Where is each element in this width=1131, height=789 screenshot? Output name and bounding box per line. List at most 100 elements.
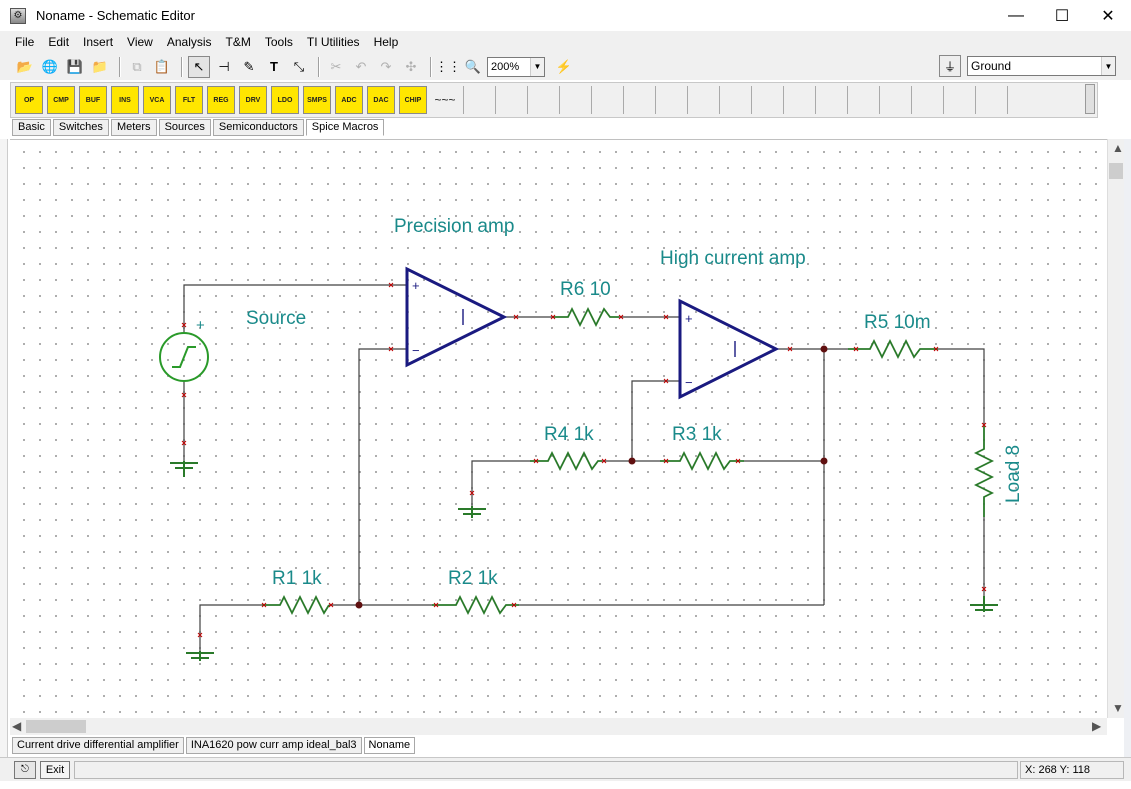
palette-scrollbar[interactable] <box>1085 84 1095 114</box>
exit-icon[interactable]: ⎋ <box>14 761 36 779</box>
select-arrow-icon[interactable]: ↖ <box>188 55 210 78</box>
palette-instrumentation[interactable]: INS <box>111 86 139 114</box>
resistor-r4 <box>530 450 602 472</box>
chevron-down-icon: ▼ <box>1101 57 1115 75</box>
palette-buffer[interactable]: BUF <box>79 86 107 114</box>
wires <box>183 284 985 651</box>
palette-adc[interactable]: ADC <box>335 86 363 114</box>
menu-file[interactable]: File <box>15 35 35 49</box>
ground-icon <box>186 651 214 661</box>
voltage-source-icon: + <box>159 317 209 382</box>
grid-icon[interactable]: ⋮⋮ <box>435 58 461 74</box>
plus-sign: + <box>685 311 693 326</box>
close-button[interactable]: ✕ <box>1101 7 1115 25</box>
window-title: Noname - Schematic Editor <box>36 8 195 23</box>
ground-icon <box>970 596 998 612</box>
palette-dac[interactable]: DAC <box>367 86 395 114</box>
r2-label: R2 1k <box>448 568 498 589</box>
menu-tools[interactable]: Tools <box>264 35 293 49</box>
ground-select[interactable]: Ground ▼ <box>967 56 1116 76</box>
tab-semiconductors[interactable]: Semiconductors <box>212 119 304 136</box>
status-bar: ⎋ Exit X: 268 Y: 118 <box>0 757 1131 781</box>
pencil-icon[interactable]: ✎ <box>243 58 255 74</box>
opamp-pin-signs: + − + − <box>412 278 693 390</box>
minimize-button[interactable]: — <box>1008 6 1024 24</box>
web-search-icon[interactable]: 🌐 <box>41 58 59 74</box>
scroll-down-icon[interactable]: ▼ <box>1112 701 1124 715</box>
ground-icon <box>170 461 198 477</box>
main-toolbar: 📂 🌐 💾 📁 ⧉ 📋 ↖ ⊣ ✎ T ⤡ ✂ ↶ ↷ ✣ ⋮⋮ 🔍 200% … <box>0 53 1131 80</box>
vertical-scrollbar[interactable]: ▲ ▼ <box>1107 139 1124 718</box>
wire-tool-icon[interactable]: ⊣ <box>218 58 230 74</box>
tab-noname[interactable]: Noname <box>363 737 416 754</box>
document-tabs: Current drive differential amplifier INA… <box>12 737 417 755</box>
minus-sign: − <box>412 343 420 358</box>
open-icon[interactable]: 📁 <box>91 58 109 74</box>
scroll-left-icon[interactable]: ◀ <box>12 719 22 733</box>
maximize-button[interactable]: ☐ <box>1054 7 1070 25</box>
delete-wire-icon[interactable]: ⤡ <box>293 58 305 74</box>
load-label: Load 8 <box>1003 445 1024 503</box>
paste-icon[interactable]: 📋 <box>153 58 171 74</box>
opamps <box>405 266 780 400</box>
chevron-down-icon: ▼ <box>530 57 544 76</box>
junctions <box>355 345 828 609</box>
zoom-select[interactable]: 200% ▼ <box>487 56 545 77</box>
menu-help[interactable]: Help <box>373 35 399 49</box>
palette-vca[interactable]: VCA <box>143 86 171 114</box>
menu-view[interactable]: View <box>127 35 153 49</box>
r3-label: R3 1k <box>672 424 722 445</box>
redo-icon[interactable]: ↷ <box>380 58 392 74</box>
menu-edit[interactable]: Edit <box>48 35 70 49</box>
text-tool-icon[interactable]: T <box>270 59 278 74</box>
component-labels: Precision amp High current amp Source R6… <box>246 216 1024 589</box>
app-icon: ⚙ <box>10 7 26 24</box>
zoom-icon[interactable]: 🔍 <box>464 58 482 74</box>
tab-basic[interactable]: Basic <box>12 119 51 136</box>
high-current-opamp <box>678 298 780 400</box>
scroll-right-icon[interactable]: ▶ <box>1092 719 1102 733</box>
tab-ina1620[interactable]: INA1620 pow curr amp ideal_bal3 <box>185 737 362 754</box>
scroll-up-icon[interactable]: ▲ <box>1112 141 1124 155</box>
resistor-tool-icon[interactable]: ⚡ <box>555 58 573 74</box>
vertical-scroll-thumb[interactable] <box>1109 163 1123 179</box>
palette-filter[interactable]: FLT <box>175 86 203 114</box>
horizontal-scroll-thumb[interactable] <box>26 720 86 733</box>
horizontal-scrollbar[interactable]: ◀ ▶ <box>10 718 1107 735</box>
tab-switches[interactable]: Switches <box>52 119 109 136</box>
source-plus-sign: + <box>196 317 205 334</box>
open-folder-icon[interactable]: 📂 <box>16 58 34 74</box>
tab-meters[interactable]: Meters <box>110 119 157 136</box>
menu-analysis[interactable]: Analysis <box>166 35 212 49</box>
menu-tm[interactable]: T&M <box>225 35 251 49</box>
title-bar: ⚙ Noname - Schematic Editor — ☐ ✕ <box>0 0 1131 31</box>
pin-markers <box>181 282 987 638</box>
tab-sources[interactable]: Sources <box>158 119 211 136</box>
source-label: Source <box>246 308 306 329</box>
palette-comparator[interactable]: CMP <box>47 86 75 114</box>
ground-tool-icon[interactable]: ⏚ <box>939 55 961 77</box>
schematic-canvas[interactable]: + − + − + <box>10 139 1107 718</box>
palette-inductor[interactable]: ~~~ <box>431 86 459 114</box>
move-icon[interactable]: ✣ <box>405 58 417 74</box>
palette-smps[interactable]: SMPS <box>303 86 331 114</box>
precision-amp-label: Precision amp <box>394 216 514 237</box>
palette-chip[interactable]: CHIP <box>399 86 427 114</box>
save-icon[interactable]: 💾 <box>66 58 84 74</box>
minus-sign: − <box>685 375 693 390</box>
resistor-load <box>973 426 995 517</box>
copy-icon[interactable]: ⧉ <box>132 58 142 74</box>
undo-icon[interactable]: ↶ <box>355 58 367 74</box>
cursor-coordinates: X: 268 Y: 118 <box>1020 761 1124 779</box>
tab-spice-macros[interactable]: Spice Macros <box>305 119 385 136</box>
palette-opamp[interactable]: OP <box>15 86 43 114</box>
menu-insert[interactable]: Insert <box>83 35 114 49</box>
palette-driver[interactable]: DRV <box>239 86 267 114</box>
palette-ldo[interactable]: LDO <box>271 86 299 114</box>
tab-current-drive[interactable]: Current drive differential amplifier <box>12 737 184 754</box>
cut-icon[interactable]: ✂ <box>330 58 342 74</box>
exit-button[interactable]: Exit <box>40 761 70 779</box>
precision-opamp <box>405 266 508 368</box>
menu-ti-utilities[interactable]: TI Utilities <box>306 35 360 49</box>
palette-regulator[interactable]: REG <box>207 86 235 114</box>
